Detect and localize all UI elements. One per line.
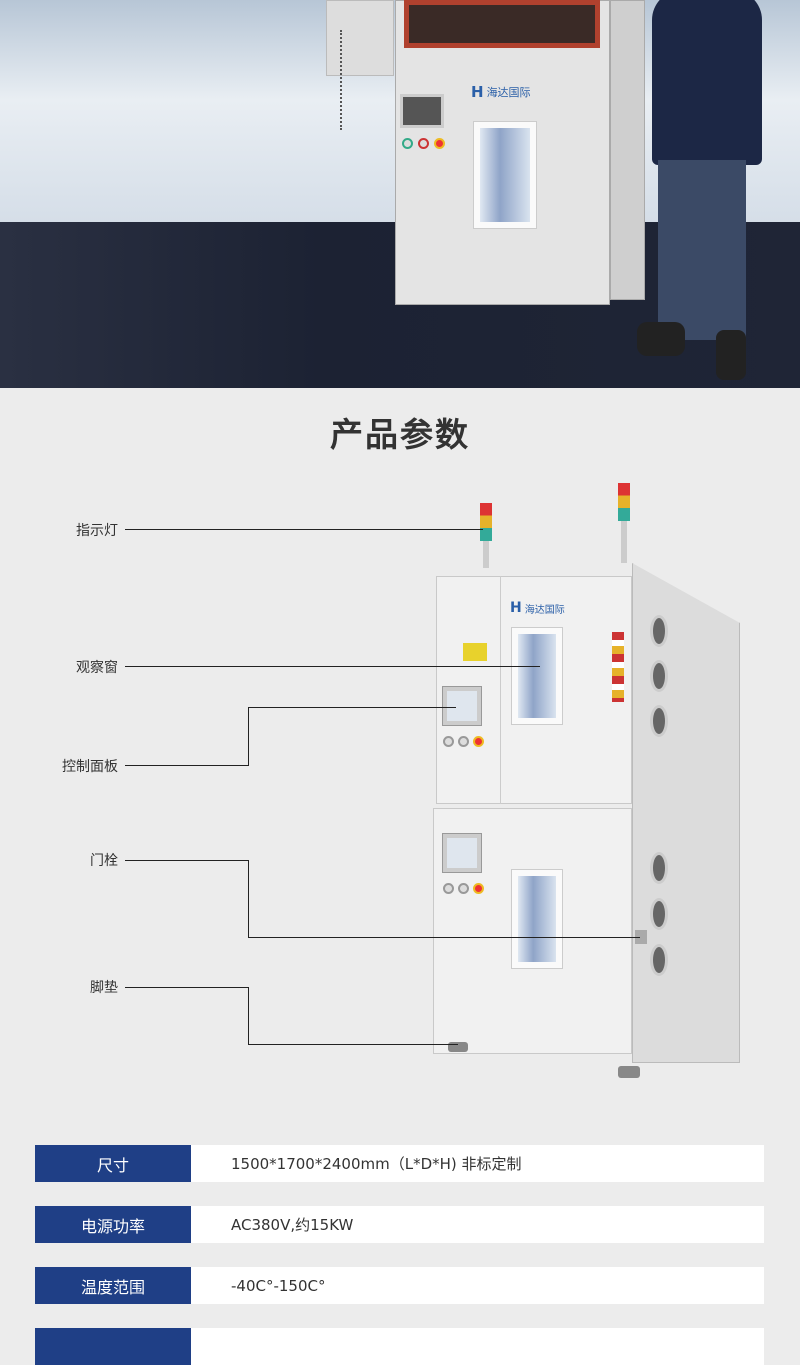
leader-line [125, 529, 483, 530]
logo-text: 海达国际 [524, 604, 565, 616]
person-jeans [658, 160, 746, 340]
logo-mark-icon: H [510, 600, 522, 616]
spec-value: 1500*1700*2400mm（L*D*H) 非标定制 [191, 1145, 764, 1182]
logo-mark-icon: H [471, 83, 484, 101]
leader-line [125, 666, 540, 667]
control-buttons [443, 736, 484, 747]
hero-logo: H 海达国际 [471, 82, 531, 102]
control-screen [400, 94, 444, 128]
spec-key: 电源功率 [35, 1206, 191, 1243]
door-chain [340, 30, 348, 130]
foot-pad-icon [618, 1066, 640, 1078]
observation-window [511, 627, 563, 725]
observation-window [511, 869, 563, 969]
test-chamber [395, 0, 610, 305]
cable-port [650, 944, 668, 976]
control-buttons [443, 883, 484, 894]
open-door [326, 0, 394, 76]
foot-pad-icon [448, 1042, 468, 1052]
indicator-light-pole [621, 483, 627, 563]
person-shoe [637, 322, 685, 356]
cable-port [650, 852, 668, 884]
cable-port [650, 615, 668, 647]
warning-label [463, 643, 487, 661]
spec-value-partial [191, 1328, 764, 1365]
indicator-light-icon [480, 503, 492, 541]
spec-key: 尺寸 [35, 1145, 191, 1182]
person-shoe [716, 330, 746, 380]
label-indicator-light: 指示灯 [76, 523, 118, 539]
spec-key: 温度范围 [35, 1267, 191, 1304]
control-buttons [402, 138, 445, 149]
section-title: 产品参数 [330, 415, 470, 454]
door-latch-icon [635, 930, 647, 944]
spec-value: AC380V,约15KW [191, 1206, 764, 1243]
control-panel [442, 833, 482, 873]
cable-port [650, 705, 668, 737]
spec-value: -40C°-150C° [191, 1267, 764, 1304]
chamber-side [632, 563, 740, 1063]
label-control-panel: 控制面板 [62, 759, 118, 775]
person-shirt [652, 0, 762, 165]
label-door-latch: 门栓 [90, 853, 118, 869]
cable-port [650, 898, 668, 930]
spec-key-partial [35, 1328, 191, 1365]
leader-line [125, 860, 249, 861]
hero-banner: H 海达国际 [0, 0, 800, 388]
leader-line [125, 987, 249, 988]
observation-window [473, 121, 537, 229]
diagram-logo: H 海达国际 [510, 600, 565, 616]
chamber-opening [404, 0, 600, 48]
control-panel [442, 686, 482, 726]
label-observation-window: 观察窗 [76, 660, 118, 676]
leader-line [125, 765, 249, 766]
chamber-side [610, 0, 645, 300]
indicator-light-icon [618, 483, 630, 521]
cable-port [650, 660, 668, 692]
label-foot-pad: 脚垫 [90, 980, 118, 996]
warning-labels [612, 632, 624, 702]
logo-text: 海达国际 [486, 86, 531, 99]
